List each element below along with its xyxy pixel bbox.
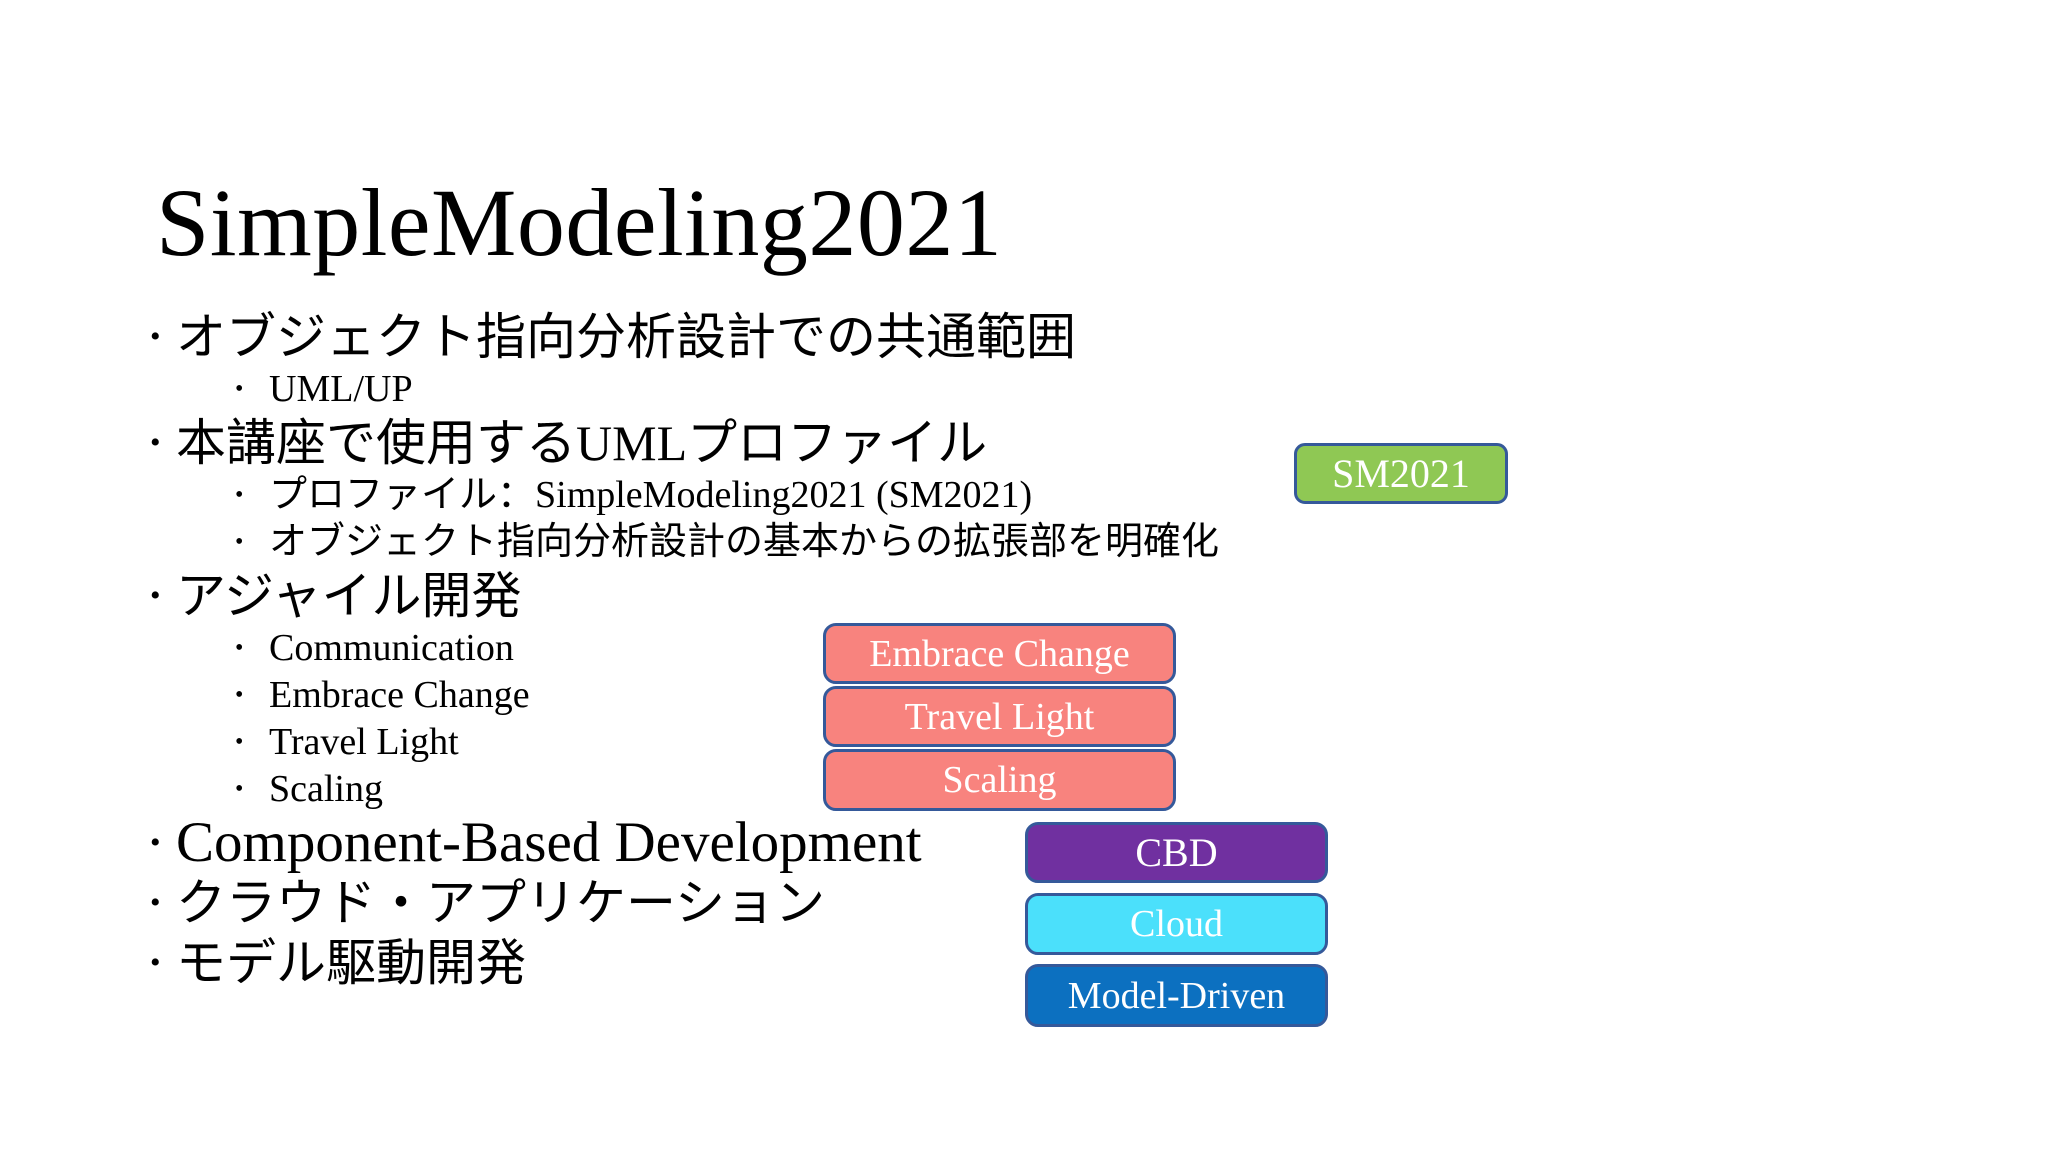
bullet-item: • Communication	[235, 628, 1330, 668]
bullet-item: • 本講座で使用するUMLプロファイル	[150, 417, 1330, 469]
bullet-text: クラウド・アプリケーション	[176, 875, 825, 931]
bullet-icon: •	[235, 529, 244, 555]
bullet-item: • アジャイル開発	[150, 570, 1330, 622]
bullet-item: • Scaling	[235, 769, 1330, 809]
bullet-icon: •	[150, 579, 161, 612]
bullet-item: • Component-Based Development	[150, 811, 1330, 874]
bullet-icon: •	[150, 826, 161, 859]
bullet-text: Travel Light	[269, 721, 459, 763]
badge-sm2021: SM2021	[1294, 443, 1508, 504]
badge-label: SM2021	[1332, 451, 1470, 496]
bullet-text: プロファイル：SimpleModeling2021 (SM2021)	[269, 474, 1033, 516]
badge-label: Embrace Change	[869, 632, 1130, 675]
badge-label: CBD	[1135, 830, 1218, 875]
bullet-icon: •	[235, 376, 244, 402]
badge-embrace-change: Embrace Change	[823, 623, 1176, 684]
badge-cbd: CBD	[1025, 822, 1328, 883]
bullet-icon: •	[150, 426, 161, 459]
badge-label: Travel Light	[904, 695, 1095, 738]
bullet-icon: •	[235, 635, 244, 661]
bullet-text: Component-Based Development	[176, 811, 922, 874]
bullet-text: Embrace Change	[269, 674, 530, 716]
bullet-item: • オブジェクト指向分析設計の基本からの拡張部を明確化	[235, 522, 1330, 562]
bullet-icon: •	[235, 482, 244, 508]
page-title: SimpleModeling2021	[156, 169, 1003, 277]
bullet-text: オブジェクト指向分析設計の基本からの拡張部を明確化	[269, 521, 1220, 563]
bullet-text: アジャイル開発	[176, 568, 522, 624]
bullet-list: • オブジェクト指向分析設計での共通範囲 • UML/UP • 本講座で使用する…	[150, 303, 1330, 995]
bullet-item: • Travel Light	[235, 722, 1330, 762]
bullet-icon: •	[235, 682, 244, 708]
bullet-icon: •	[235, 729, 244, 755]
bullet-text: UML/UP	[269, 368, 413, 410]
badge-travel-light: Travel Light	[823, 686, 1176, 747]
bullet-icon: •	[150, 946, 161, 979]
badge-scaling: Scaling	[823, 749, 1176, 811]
bullet-text: 本講座で使用するUMLプロファイル	[176, 415, 988, 471]
bullet-item: • Embrace Change	[235, 675, 1330, 715]
bullet-icon: •	[150, 320, 161, 353]
bullet-text: Communication	[269, 627, 514, 669]
badge-model-driven: Model-Driven	[1025, 964, 1328, 1027]
bullet-text: モデル駆動開発	[176, 935, 526, 991]
bullet-item: • UML/UP	[235, 369, 1330, 409]
badge-label: Scaling	[942, 759, 1057, 801]
badge-label: Cloud	[1130, 903, 1223, 945]
bullet-item: • クラウド・アプリケーション	[150, 877, 1330, 929]
badge-label: Model-Driven	[1067, 974, 1286, 1017]
bullet-item: • モデル駆動開発	[150, 937, 1330, 989]
bullet-item: • プロファイル：SimpleModeling2021 (SM2021)	[235, 475, 1330, 515]
bullet-text: Scaling	[269, 768, 383, 810]
badge-cloud: Cloud	[1025, 893, 1328, 955]
bullet-icon: •	[235, 776, 244, 802]
bullet-icon: •	[150, 886, 161, 919]
bullet-item: • オブジェクト指向分析設計での共通範囲	[150, 311, 1330, 363]
bullet-text: オブジェクト指向分析設計での共通範囲	[176, 309, 1076, 365]
